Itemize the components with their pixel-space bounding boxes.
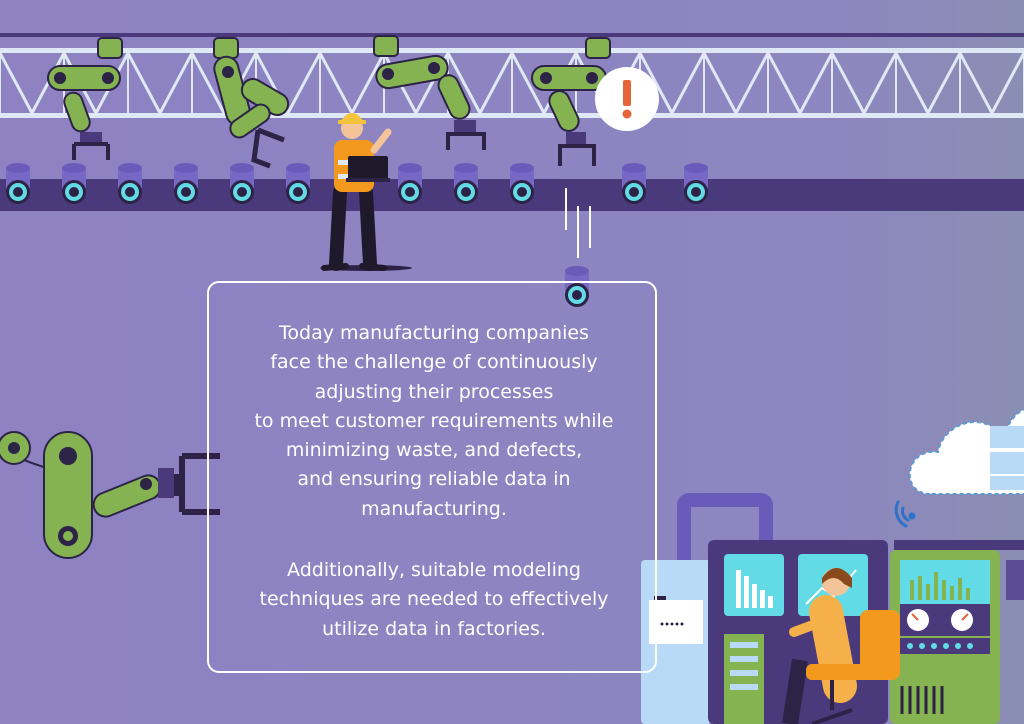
info-text-box: Today manufacturing companies face the c… — [207, 281, 657, 673]
robot-arm-icon — [47, 37, 123, 160]
worker-icon — [320, 113, 412, 271]
robot-arm-icon — [373, 35, 486, 150]
intro-paragraph: Today manufacturing companies face the c… — [254, 322, 614, 520]
truss-top-rail — [0, 33, 1024, 37]
cloud-icon — [908, 408, 1024, 495]
control-panel-icon — [641, 493, 1024, 724]
wifi-icon — [894, 500, 916, 528]
alert-icon — [595, 67, 659, 131]
robot-arm-icon — [0, 431, 220, 559]
falling-roller — [565, 188, 591, 307]
robot-arm-icon — [213, 37, 290, 169]
additional-paragraph: Additionally, suitable modeling techniqu… — [259, 559, 609, 640]
